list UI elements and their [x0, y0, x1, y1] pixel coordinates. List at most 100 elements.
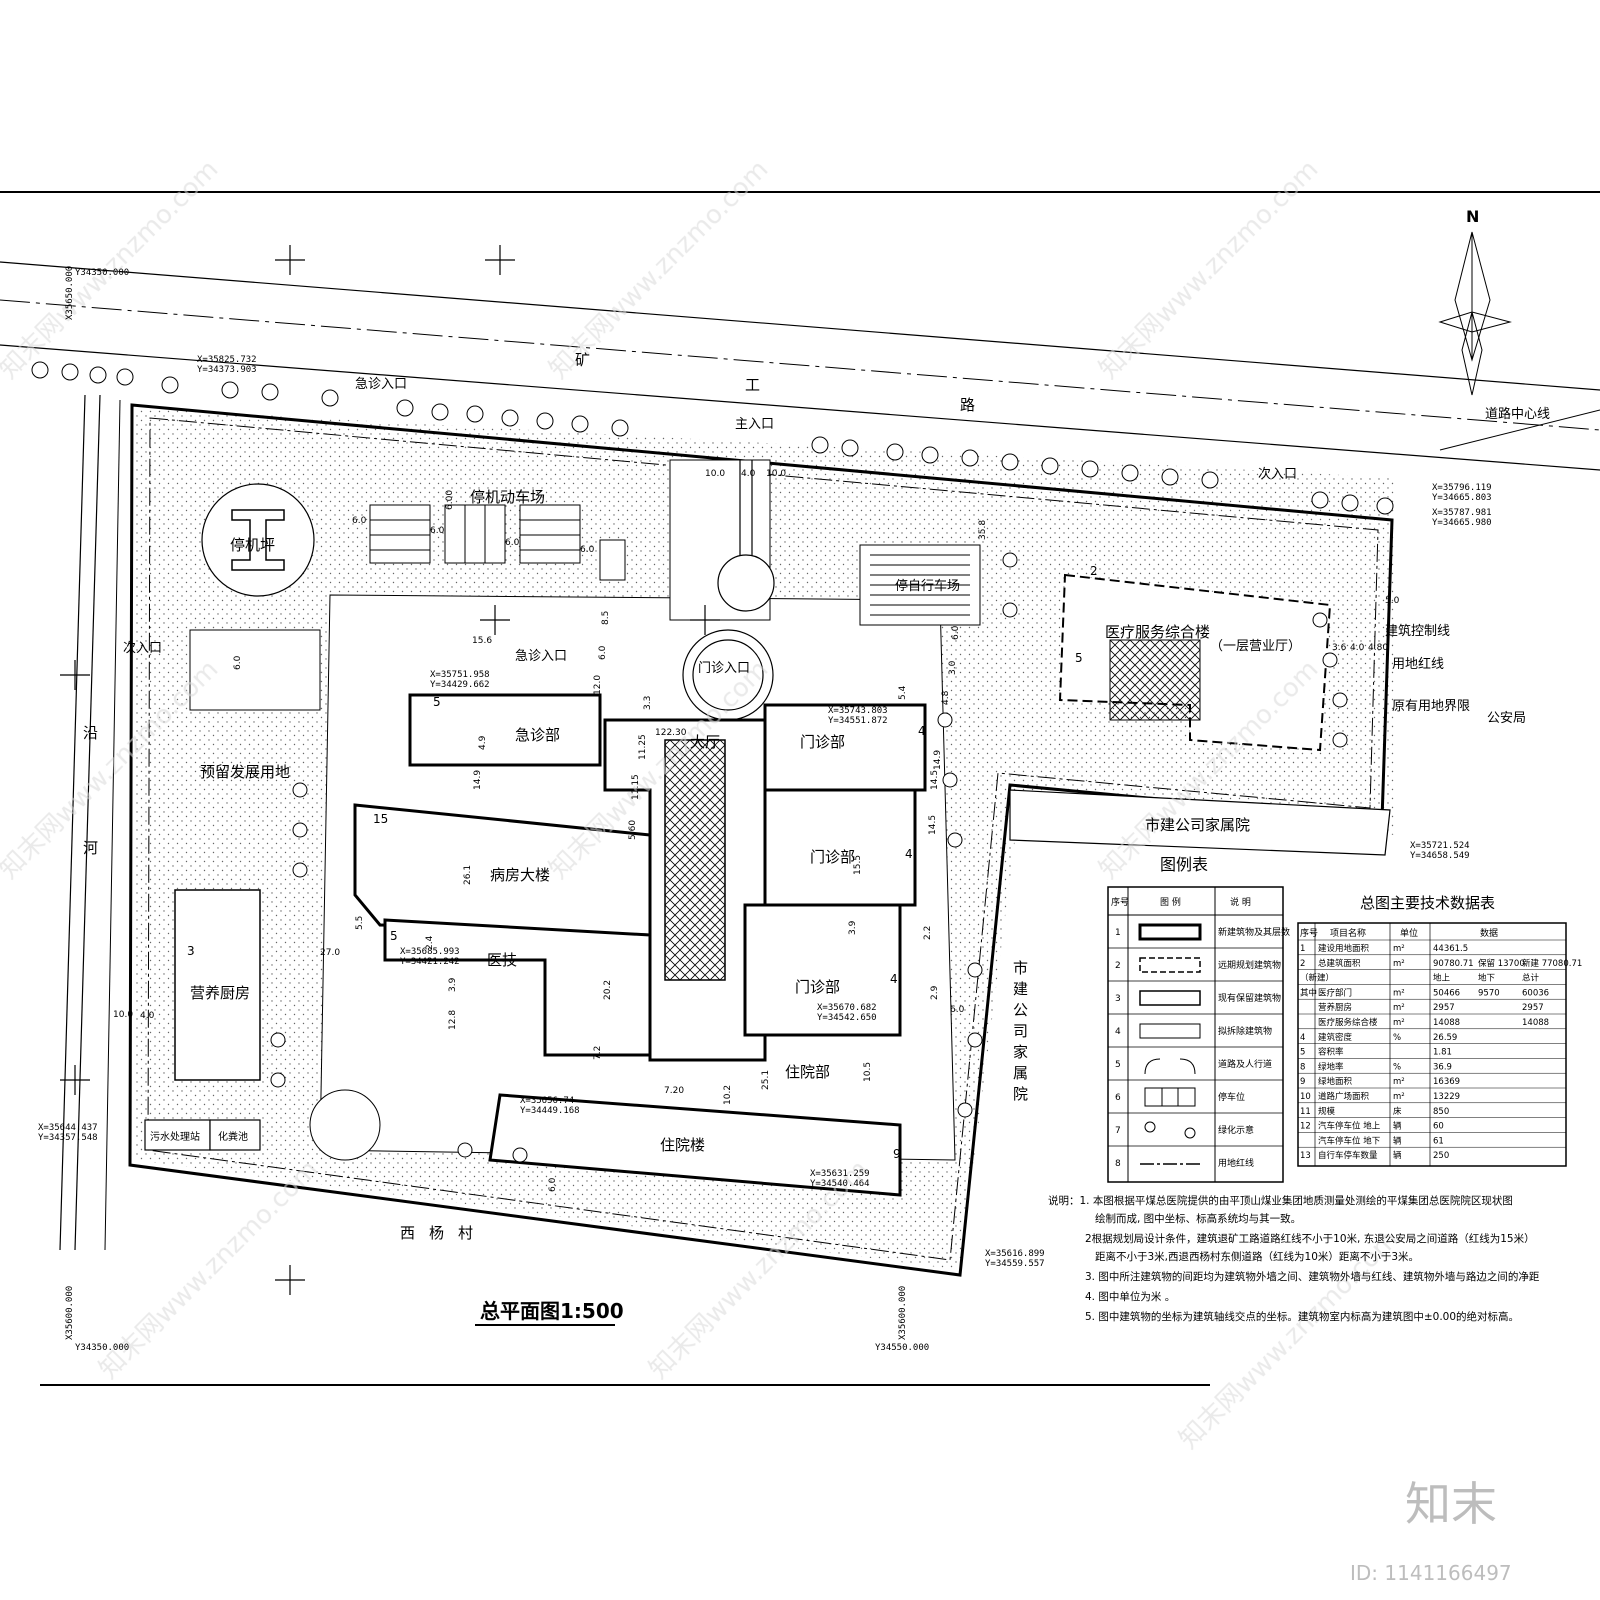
dim-label: 2.2: [923, 926, 933, 940]
tech-cell: m²: [1393, 1018, 1405, 1028]
tech-cell: 容积率: [1318, 1047, 1344, 1058]
label-reserved: 预留发展用地: [200, 763, 290, 781]
dim-label: 6.0: [352, 516, 367, 526]
dim-label: 11.25: [638, 734, 648, 760]
tech-cell: 建设用地面积: [1318, 943, 1370, 954]
coord-label: X=35670.682: [817, 1003, 877, 1013]
label-outpatient-a: 门诊部: [800, 733, 845, 751]
coord-label: X35600.000: [65, 1286, 75, 1340]
legend-row-desc: 用地红线: [1218, 1157, 1254, 1169]
drawing-title: 总平面图1:500: [480, 1299, 624, 1323]
legend-row-no: 1: [1115, 928, 1121, 938]
legend-row-desc: 新建筑物及其层数: [1218, 926, 1290, 938]
tech-cell: （新建）: [1300, 973, 1334, 984]
tech-cell: %: [1393, 1033, 1401, 1043]
label-parking-motor: 停机动车场: [470, 488, 545, 506]
building-kitchen: [174, 889, 261, 1081]
coord-label: X=35825.732: [197, 355, 257, 365]
tech-cell: 2957: [1522, 1003, 1544, 1013]
label-outpatient-c: 门诊部: [795, 978, 840, 996]
tech-cell: 辆: [1393, 1150, 1402, 1161]
floor-number: 4: [918, 724, 926, 738]
dim-label: 14.5: [930, 770, 940, 790]
tech-cell: 13229: [1433, 1092, 1460, 1102]
car-parking: [369, 504, 626, 581]
floor-number: 3: [187, 944, 195, 958]
note-line: 距离不小于3米,西退西杨村东侧道路（红线为10米）距离不小于3米。: [1095, 1250, 1419, 1263]
tech-cell: 60: [1433, 1122, 1444, 1132]
dim-label: 10.5: [863, 1062, 873, 1082]
dim-label: 2.9: [930, 985, 940, 1000]
coord-label: Y34550.000: [875, 1343, 929, 1353]
legend-row-no: 5: [1115, 1060, 1121, 1070]
tech-cell: 总建筑面积: [1318, 958, 1361, 969]
coord-label: X=35743.803: [828, 706, 888, 716]
tech-header: 单位: [1400, 927, 1418, 939]
coord-label: Y=34665.980: [1432, 518, 1492, 528]
legend-row-desc: 拟拆除建筑物: [1218, 1025, 1272, 1037]
tech-cell: 自行车停车数量: [1318, 1150, 1378, 1161]
building-inpatient: [488, 1093, 902, 1197]
label-service-bldg: 医疗服务综合楼: [1105, 623, 1210, 641]
coord-label: Y=34551.872: [828, 716, 888, 726]
main-drive: [682, 460, 775, 721]
label-police: 公安局: [1487, 711, 1526, 726]
tech-cell: 44361.5: [1433, 944, 1468, 954]
legend-row-no: 4: [1115, 1027, 1121, 1037]
entrance-emergency-mid: 急诊入口: [515, 649, 567, 664]
label-control-line: 建筑控制线: [1385, 623, 1450, 639]
dim-label: 11.15: [631, 774, 641, 800]
tech-cell: 道路广场面积: [1318, 1091, 1370, 1102]
dim-label: 27.0: [320, 948, 340, 958]
label-helipad: 停机坪: [230, 536, 275, 554]
dim-label: 8.5: [601, 611, 611, 625]
dim-label: 4.0: [741, 469, 756, 479]
legend-row-no: 6: [1115, 1093, 1121, 1103]
tech-cell: 850: [1433, 1107, 1449, 1117]
label-sewage: 污水处理站: [150, 1130, 200, 1143]
dim-label: 6.00: [445, 490, 455, 510]
coord-label: X=35751.958: [430, 670, 490, 680]
dim-label: 15.5: [853, 855, 863, 875]
floor-number: 4: [890, 972, 898, 986]
dim-label: 3.0: [948, 660, 958, 675]
dim-label: 35.8: [978, 520, 988, 540]
tech-cell: 规模: [1318, 1106, 1336, 1117]
label-emergency: 急诊部: [515, 726, 560, 744]
label-inpatient-bldg: 住院楼: [660, 1136, 705, 1154]
road-centerline-label: 道路中心线: [1485, 406, 1550, 422]
entrance-emergency-top: 急诊入口: [355, 377, 407, 392]
dim-label: 6.0: [598, 645, 608, 660]
tech-cell: 总计: [1522, 973, 1540, 984]
tech-cell: 绿地面积: [1318, 1076, 1353, 1087]
coord-label: X=35631.259: [810, 1169, 870, 1179]
tech-cell: 26.59: [1433, 1033, 1457, 1043]
label-original-boundary: 原有用地界限: [1392, 699, 1470, 714]
legend-row-no: 3: [1115, 994, 1121, 1004]
label-service-note: （一层营业厅）: [1210, 639, 1301, 654]
legend-row-desc: 道路及人行道: [1218, 1058, 1272, 1070]
dim-label: 3.9: [448, 977, 458, 992]
tech-cell: m²: [1393, 959, 1405, 969]
tech-cell: 保留 13700: [1478, 958, 1525, 969]
tech-cell: 医疗服务综合楼: [1318, 1017, 1378, 1028]
coord-label: Y34350.000: [75, 1343, 129, 1353]
label-outpatient-b: 门诊部: [810, 848, 855, 866]
label-river: 沿河: [81, 725, 99, 955]
floor-number: 9: [893, 1147, 901, 1161]
dim-label: 7.2: [593, 1046, 603, 1060]
label-medtech: 医技: [487, 951, 517, 969]
dim-label: 6.0: [951, 625, 961, 640]
tech-cell: 绿地率: [1318, 1061, 1344, 1072]
dim-label: 10.0: [705, 469, 725, 479]
road-char-3: 路: [960, 396, 975, 414]
coord-label: X=35787.981: [1432, 508, 1492, 518]
legend-row-desc: 停车位: [1218, 1091, 1245, 1103]
note-line: 说明：1. 本图根据平煤总医院提供的由平顶山煤业集团地质测量处测绘的平煤集团总医…: [1048, 1194, 1513, 1207]
dim-label: 6.0: [548, 1177, 558, 1192]
tech-cell: 250: [1433, 1151, 1449, 1161]
dim-label: 5.60: [628, 820, 638, 840]
tech-cell: 60036: [1522, 988, 1549, 998]
label-bike-parking: 停自行车场: [895, 578, 960, 594]
tech-cell: 9570: [1478, 988, 1500, 998]
